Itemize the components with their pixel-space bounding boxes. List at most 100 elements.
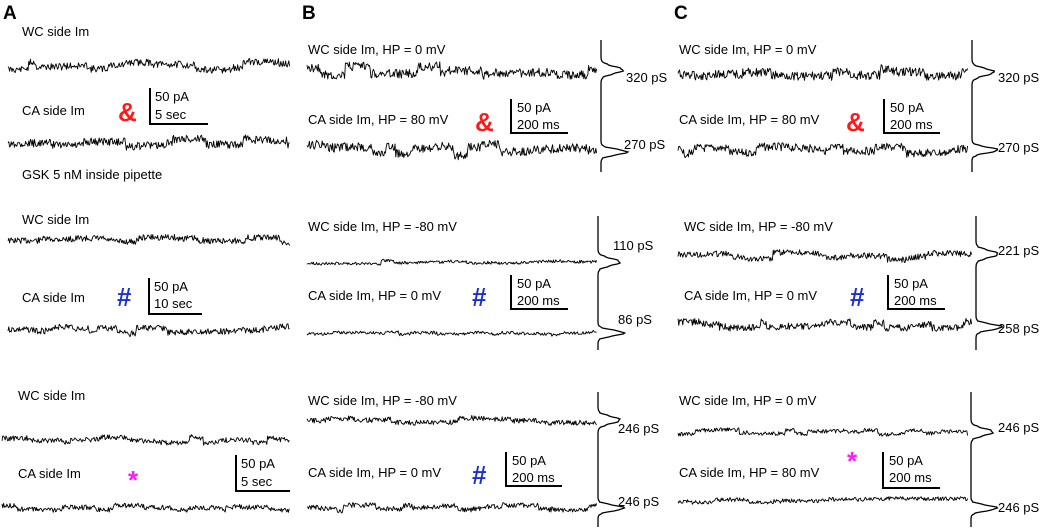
ampersand-symbol: & — [475, 107, 494, 137]
panel-b-row-3: WC side Im, HP = -80 mV CA side Im, HP =… — [306, 392, 660, 527]
wc-side-trace — [306, 61, 598, 80]
scale-time-label: 200 ms — [512, 470, 555, 485]
scale-current-label: 50 pA — [155, 89, 189, 104]
hash-symbol: # — [472, 460, 487, 490]
ca-side-trace — [1, 502, 290, 513]
amplitude-histogram — [597, 392, 626, 527]
conductance-top-label: 246 pS — [998, 420, 1040, 435]
scale-time-label: 5 sec — [241, 474, 273, 489]
scale-current-label: 50 pA — [512, 453, 546, 468]
scale-bar — [149, 88, 208, 125]
ca-side-trace — [7, 323, 290, 337]
ampersand-symbol: & — [846, 107, 865, 137]
ca-side-trace — [7, 134, 290, 151]
ca-side-label: CA side Im, HP = 80 mV — [679, 465, 820, 480]
scale-bar — [883, 99, 940, 134]
ca-side-label: CA side Im, HP = 0 mV — [308, 465, 441, 480]
ca-side-trace — [306, 330, 597, 337]
asterisk-symbol: * — [847, 446, 858, 476]
conductance-top-label: 320 pS — [626, 70, 668, 85]
hash-symbol: # — [472, 282, 487, 312]
panel-a-row-2: WC side Im CA side Im # 50 pA 10 sec — [7, 212, 291, 337]
panel-a-row-3: WC side Im CA side Im * 50 pA 5 sec — [1, 388, 290, 513]
scale-time-label: 200 ms — [890, 117, 933, 132]
scale-bar — [148, 278, 202, 315]
scale-bar — [887, 275, 945, 310]
scale-bar — [882, 452, 940, 489]
amplitude-histogram — [597, 216, 627, 350]
panel-letter-b: B — [302, 3, 316, 24]
asterisk-symbol: * — [128, 465, 139, 495]
scale-current-label: 50 pA — [517, 276, 551, 291]
panel-a-row-1: WC side Im CA side Im & 50 pA 5 sec — [7, 24, 291, 151]
amplitude-histogram — [975, 216, 1004, 350]
amplitude-histogram — [600, 40, 630, 172]
ca-side-label: CA side Im, HP = 0 mV — [308, 288, 441, 303]
panel-c-row-3: WC side Im, HP = 0 mV CA side Im, HP = 8… — [677, 392, 1040, 527]
conductance-bottom-label: 246 pS — [998, 500, 1040, 515]
panel-letter-a: A — [3, 3, 17, 24]
wc-side-label: WC side Im — [18, 388, 85, 403]
conductance-top-label: 320 pS — [998, 70, 1040, 85]
hash-symbol: # — [117, 282, 132, 312]
scale-current-label: 50 pA — [517, 100, 551, 115]
wc-side-trace — [7, 233, 291, 246]
ca-side-label: CA side Im — [18, 466, 81, 481]
panel-b-row-1: WC side Im, HP = 0 mV CA side Im, HP = 8… — [306, 40, 668, 172]
ca-side-trace — [677, 318, 973, 332]
wc-side-label: WC side Im, HP = -80 mV — [684, 219, 833, 234]
panel-c-row-2: WC side Im, HP = -80 mV CA side Im, HP =… — [677, 216, 1040, 350]
scale-current-label: 50 pA — [894, 276, 928, 291]
scale-current-label: 50 pA — [154, 279, 188, 294]
scale-time-label: 200 ms — [894, 293, 937, 308]
scale-time-label: 200 ms — [889, 470, 932, 485]
wc-side-trace — [306, 415, 597, 426]
ca-side-trace — [677, 142, 969, 159]
wc-side-label: WC side Im, HP = -80 mV — [308, 219, 457, 234]
wc-side-label: WC side Im, HP = 0 mV — [308, 42, 446, 57]
wc-side-label: WC side Im, HP = -80 mV — [308, 393, 457, 408]
ca-side-trace — [677, 496, 969, 505]
panel-a: WC side Im CA side Im & 50 pA 5 sec GSK … — [1, 24, 291, 513]
ampersand-symbol: & — [118, 97, 137, 127]
wc-side-label: WC side Im, HP = 0 mV — [679, 42, 817, 57]
ca-side-label: CA side Im — [22, 290, 85, 305]
wc-side-label: WC side Im — [22, 24, 89, 39]
conductance-bottom-label: 270 pS — [998, 140, 1040, 155]
wc-side-trace — [1, 434, 290, 446]
amplitude-histogram — [970, 392, 999, 527]
conductance-top-label: 110 pS — [613, 238, 654, 253]
conductance-bottom-label: 270 pS — [624, 137, 666, 152]
ca-side-trace — [306, 502, 598, 514]
wc-side-trace — [677, 64, 969, 81]
scale-bar — [510, 99, 568, 134]
conductance-bottom-label: 86 pS — [618, 312, 652, 327]
scale-bar — [510, 275, 568, 310]
hash-symbol: # — [850, 282, 865, 312]
conductance-bottom-label: 258 pS — [998, 321, 1040, 336]
ca-side-label: CA side Im, HP = 80 mV — [308, 112, 449, 127]
panel-letter-c: C — [674, 3, 688, 24]
wc-side-label: WC side Im — [22, 212, 89, 227]
scale-time-label: 200 ms — [517, 117, 560, 132]
conductance-top-label: 246 pS — [618, 421, 660, 436]
ca-side-label: CA side Im, HP = 0 mV — [684, 288, 817, 303]
wc-side-label: WC side Im, HP = 0 mV — [679, 393, 817, 408]
wc-side-trace — [677, 249, 973, 263]
scale-current-label: 50 pA — [241, 456, 275, 471]
scale-time-label: 200 ms — [517, 293, 560, 308]
ca-side-label: CA side Im, HP = 80 mV — [679, 112, 820, 127]
conductance-bottom-label: 246 pS — [618, 494, 660, 509]
panel-c-row-1: WC side Im, HP = 0 mV CA side Im, HP = 8… — [677, 40, 1040, 172]
panel-b: WC side Im, HP = 0 mV CA side Im, HP = 8… — [306, 40, 668, 527]
amplitude-histogram — [971, 40, 999, 172]
ca-side-label: CA side Im — [22, 103, 85, 118]
scale-time-label: 10 sec — [154, 296, 193, 311]
scale-bar — [235, 455, 290, 492]
wc-side-trace — [677, 427, 969, 437]
panel-b-row-2: WC side Im, HP = -80 mV CA side Im, HP =… — [306, 216, 654, 350]
ca-side-trace — [306, 139, 598, 161]
panel-c: WC side Im, HP = 0 mV CA side Im, HP = 8… — [677, 40, 1040, 527]
wc-side-trace — [306, 258, 598, 266]
